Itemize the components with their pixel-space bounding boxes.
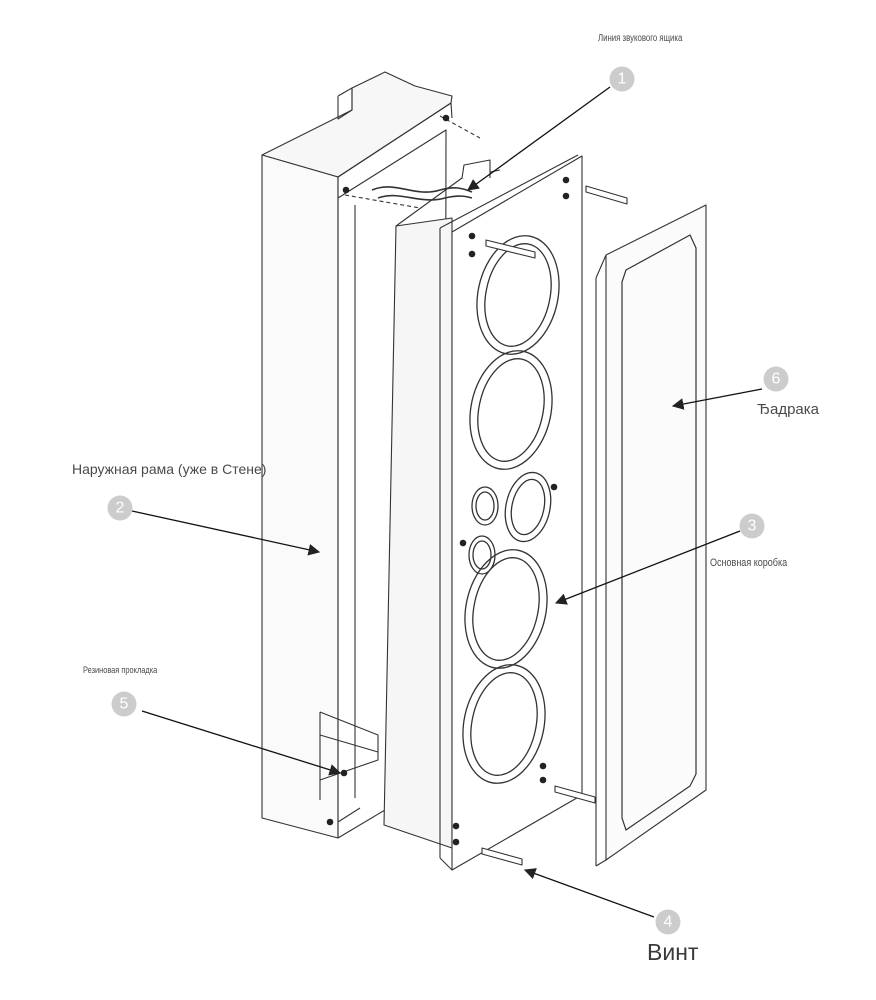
svg-text:1: 1: [618, 71, 627, 88]
badge-6: 6: [763, 366, 789, 392]
screws: [481, 185, 628, 866]
badge-2: 2: [107, 495, 133, 521]
label-main-box: Основная коробка: [710, 557, 788, 569]
outer-frame: [261, 71, 481, 839]
label-rubber-gasket: Резиновая прокладка: [83, 665, 158, 676]
speaker-cutouts: [462, 235, 560, 784]
label-speaker-box-line: Линия звукового ящика: [598, 33, 683, 44]
svg-text:4: 4: [664, 914, 673, 931]
badge-1: 1: [609, 66, 635, 92]
callout-arrows: [131, 86, 763, 918]
svg-text:6: 6: [772, 371, 781, 388]
label-grille: Ђадрака: [757, 401, 819, 418]
badge-4: 4: [655, 909, 681, 935]
main-box: [383, 154, 583, 871]
label-outer-frame: Наружная рама (уже в Стене): [72, 461, 267, 477]
svg-text:2: 2: [116, 500, 125, 517]
grille: [595, 204, 707, 867]
svg-text:5: 5: [120, 696, 129, 713]
label-screw: Винт: [647, 939, 699, 965]
svg-text:3: 3: [748, 518, 757, 535]
badge-3: 3: [739, 513, 765, 539]
badge-5: 5: [111, 691, 137, 717]
